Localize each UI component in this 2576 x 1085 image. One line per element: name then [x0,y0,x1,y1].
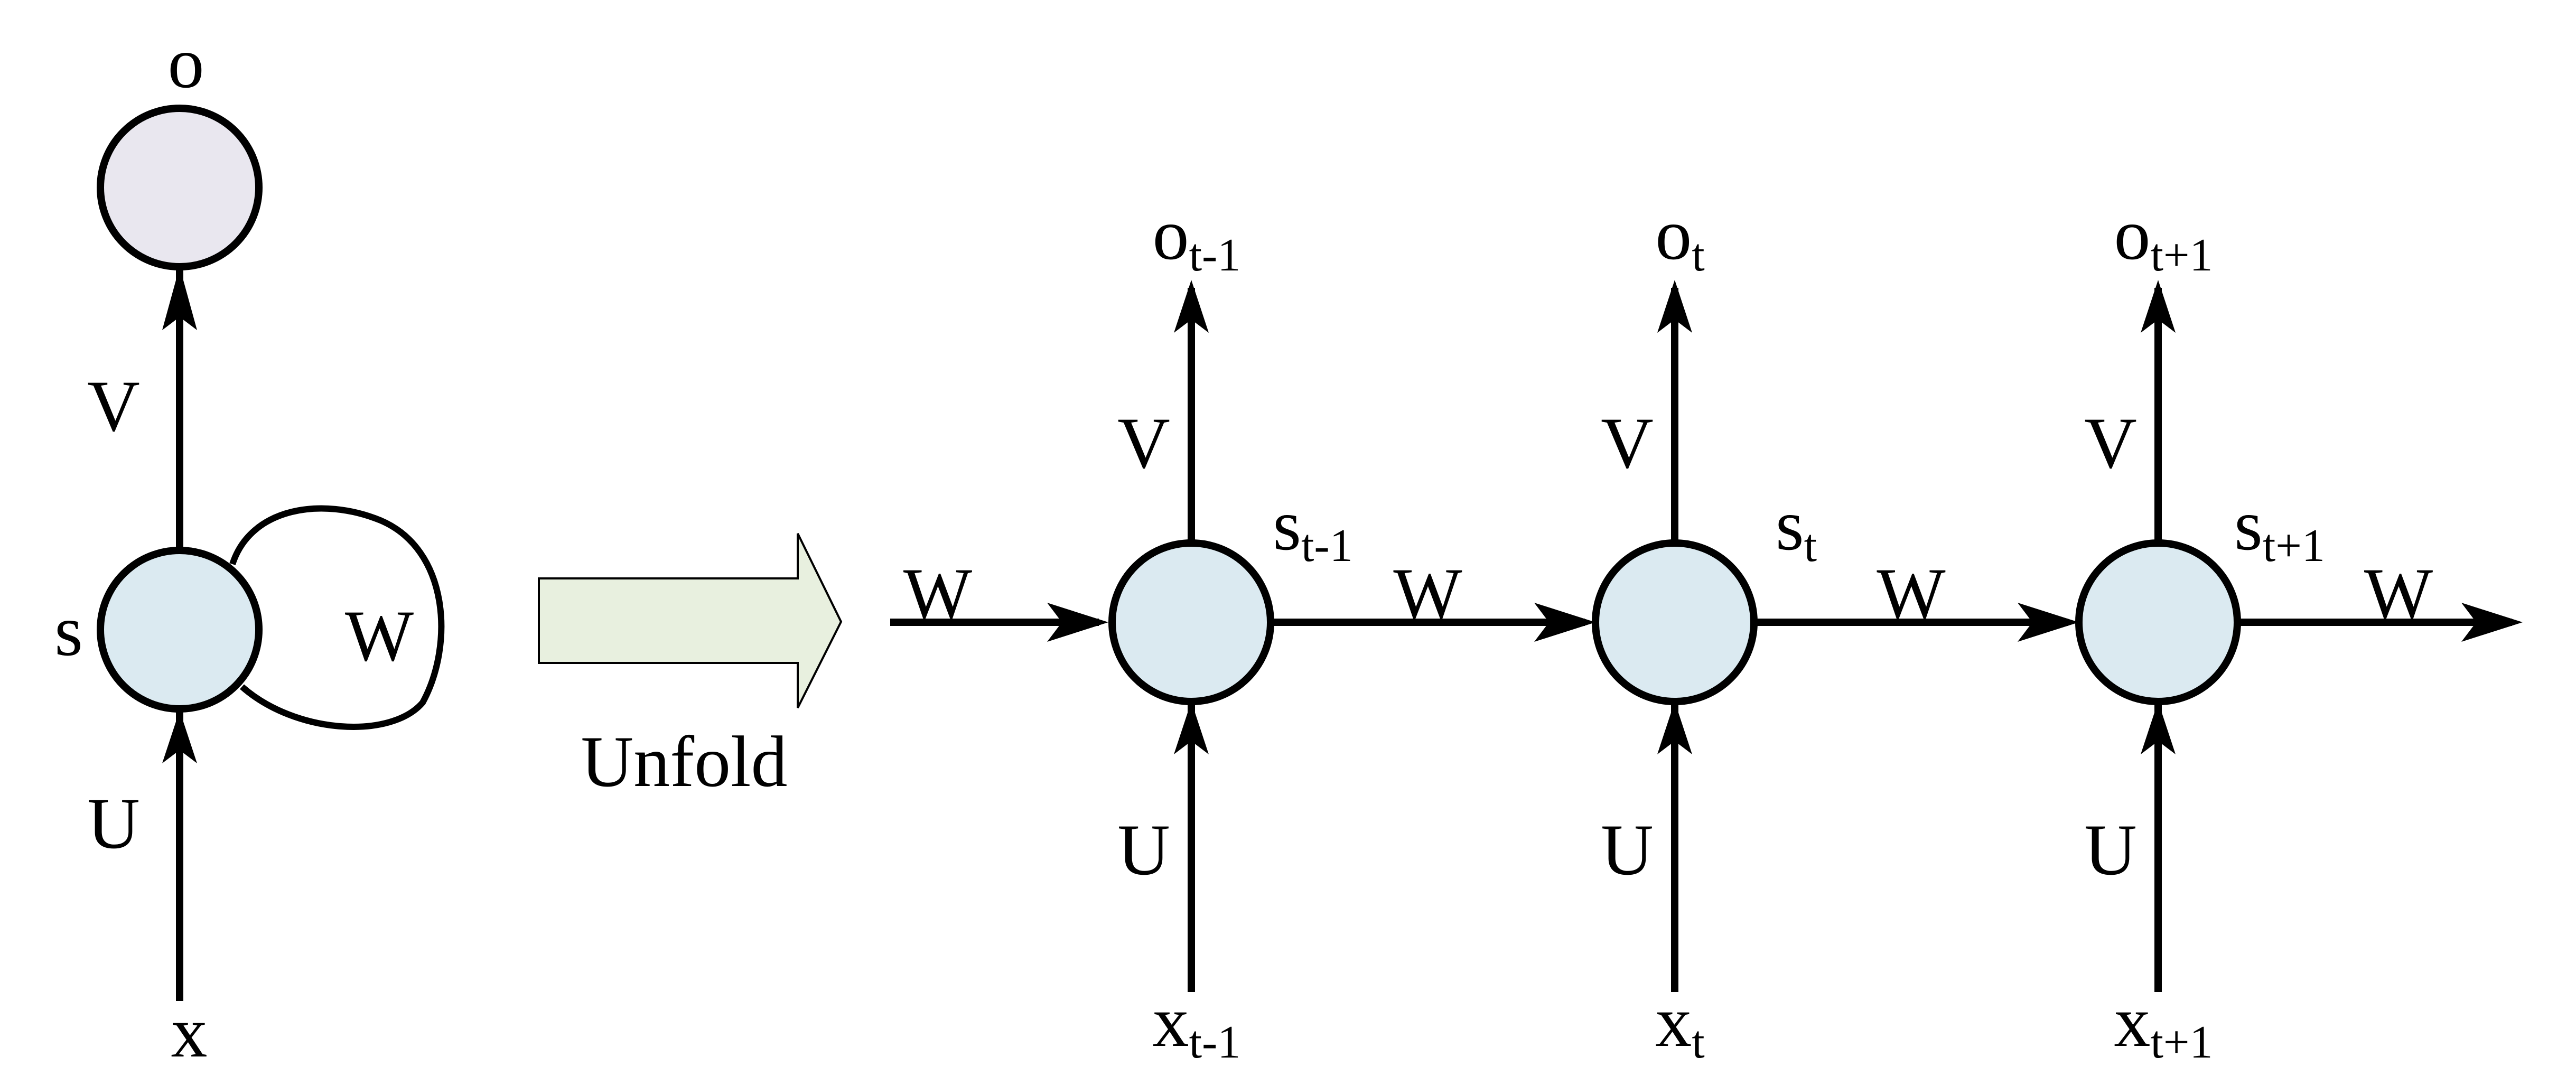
w-arrowhead [2461,603,2523,642]
input-label-base: x [2114,981,2150,1062]
folded-rnn: o V s W U x [54,22,445,1072]
input-label: xt [1655,981,1704,1068]
weight-u-label: U [2084,809,2137,890]
state-node [1108,539,1274,705]
input-label-base: x [1655,981,1692,1062]
input-label-subscript: t-1 [1189,1017,1241,1068]
output-arrowhead [2141,280,2176,333]
weight-w-label: W [2364,553,2433,634]
unfold-transition: Unfold [538,533,843,802]
state-node [1592,539,1758,705]
unfolded-incoming-w-label: W [903,553,972,634]
folded-output-node [97,105,263,270]
w-arrowhead [1534,603,1595,642]
w-arrowhead [2018,603,2079,642]
output-label-base: o [2114,194,2150,275]
input-arrowhead [1657,701,1692,754]
input-label: xt-1 [1153,981,1241,1068]
state-label: st [1776,484,1817,572]
folded-state-label: s [54,590,83,671]
input-label-base: x [1153,981,1189,1062]
output-label-base: o [1655,194,1692,275]
folded-input-arrowhead [162,710,197,763]
weight-v-label: V [1117,403,1170,483]
unfolded-incoming-w-arrowhead [1047,603,1108,642]
input-label-subscript: t+1 [2150,1017,2213,1068]
weight-v-label: V [1601,403,1654,483]
output-label: ot-1 [1153,194,1241,281]
output-label-base: o [1153,194,1189,275]
state-label-base: s [1776,484,1804,565]
weight-w-label: W [1393,553,1462,634]
folded-input-label: x [171,992,208,1072]
folded-recurrent-loop [229,505,445,730]
state-label-base: s [1273,484,1301,565]
folded-weight-w-label: W [345,595,414,676]
input-arrowhead [2141,701,2176,754]
weight-w-label: W [1877,553,1945,634]
input-label: xt+1 [2114,981,2213,1068]
state-label-subscript: t [1804,520,1817,572]
state-label: st+1 [2234,484,2325,572]
folded-weight-v-label: V [87,366,140,446]
weight-v-label: V [2084,403,2137,483]
output-label: ot [1655,194,1704,281]
unfold-arrow-shape [538,533,843,708]
state-label-base: s [2234,484,2263,565]
state-node [2075,539,2241,705]
output-arrowhead [1174,280,1209,333]
output-label-subscript: t+1 [2150,230,2213,281]
weight-u-label: U [1117,809,1170,890]
input-label-subscript: t [1692,1017,1704,1068]
input-arrowhead [1174,701,1209,754]
state-label: st-1 [1273,484,1352,572]
unfold-label: Unfold [581,721,788,802]
folded-output-arrowhead [162,267,197,330]
output-arrowhead [1657,280,1692,333]
weight-u-label: U [1601,809,1654,890]
state-label-subscript: t+1 [2263,520,2325,572]
folded-weight-u-label: U [87,783,140,864]
output-label-subscript: t [1692,230,1704,281]
folded-state-node [97,547,263,713]
folded-output-label: o [168,22,204,103]
output-label: ot+1 [2114,194,2213,281]
unfolded-rnn: W [890,553,1108,642]
output-label-subscript: t-1 [1189,230,1241,281]
state-label-subscript: t-1 [1301,520,1353,572]
